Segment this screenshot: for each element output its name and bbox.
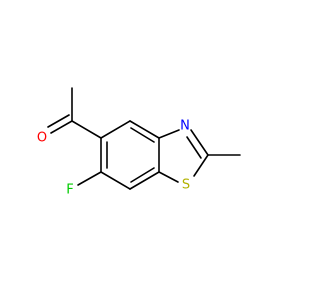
bond-c6-f [77,171,102,186]
atom-label-fluorine: F [66,183,73,198]
bond-c3a-c4-inner [130,127,155,143]
atom-label-nitrogen: N [180,119,190,134]
bond-c7-c7a [129,171,160,190]
bond-c7-c7a-inner [130,167,155,183]
atom-label-oxygen: O [37,131,47,146]
atom-label-sulfur: S [182,178,190,193]
structure-canvas: O N S F [36,87,241,198]
bond-n3-c2-inner [186,136,202,159]
bond-c4-c5 [100,120,131,139]
bond-c3a-n3 [158,129,180,139]
bond-c3a-c4 [129,120,160,139]
bond-c5-carbonyl [71,120,102,139]
bond-carbonyl-o-2 [47,114,70,128]
bond-s1-c7a [158,171,179,183]
bond-n3-c2 [190,129,209,156]
bond-c6-c7 [100,171,131,190]
molecule-drawing: O N S F [37,87,241,198]
bond-carbonyl-o-1 [50,120,73,134]
bond-c2-s1 [193,154,209,177]
